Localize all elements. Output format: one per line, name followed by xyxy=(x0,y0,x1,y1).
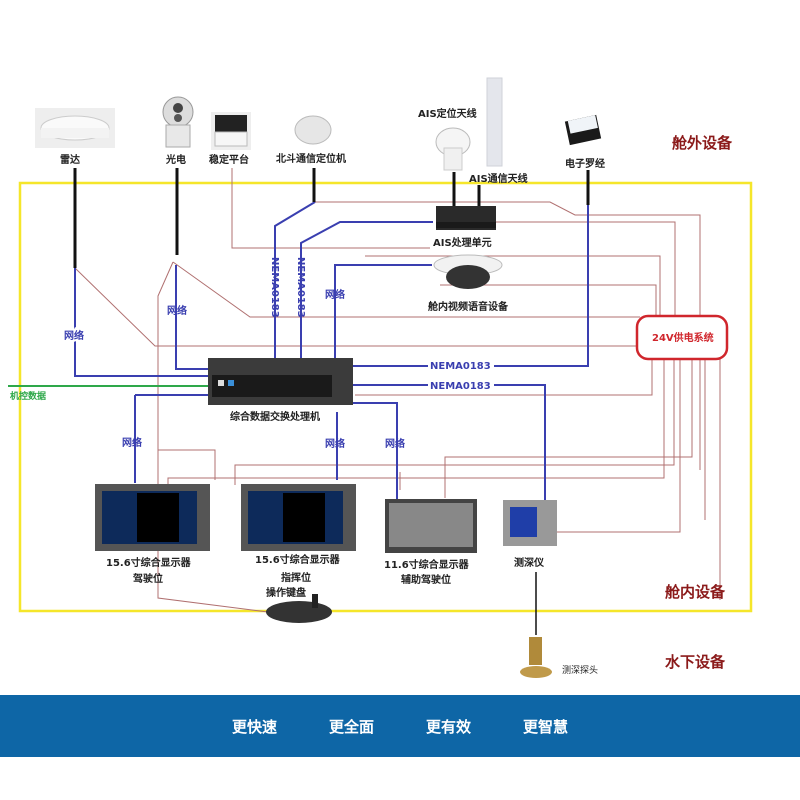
label-ais-processing-unit: AIS处理单元 xyxy=(433,236,492,249)
display-2-image xyxy=(241,484,356,551)
label-cabin-av-device: 舱内视频语音设备 xyxy=(428,300,509,313)
label-beidou: 北斗通信定位机 xyxy=(276,152,346,165)
radar-image xyxy=(35,108,115,148)
label-display-1-sub: 驾驶位 xyxy=(132,572,163,585)
zone-label-outside: 舱外设备 xyxy=(672,134,733,152)
label-display-2-title: 15.6寸综合显示器 xyxy=(255,553,341,566)
ais-comm-antenna-image xyxy=(486,77,503,167)
zone-label-underwater: 水下设备 xyxy=(665,653,726,671)
label-depth-sounder: 测深仪 xyxy=(514,556,545,569)
label-radar: 雷达 xyxy=(60,153,80,166)
power-box xyxy=(635,314,729,361)
network-lines xyxy=(74,201,589,500)
link-label-network-display-3: 网络 xyxy=(385,437,405,450)
beidou-image xyxy=(294,115,332,145)
link-label-nmea-compass: NEMA0183 xyxy=(430,361,491,372)
footer-banner: 更快速 更全面 更有效 更智慧 xyxy=(0,695,800,757)
label-power-system: 24V供电系统 xyxy=(652,331,714,344)
display-3-image xyxy=(385,499,477,553)
label-data-switch: 综合数据交换处理机 xyxy=(230,410,320,423)
depth-probe-image xyxy=(520,637,552,678)
data-switch-image xyxy=(208,358,353,405)
label-electro-optical: 光电 xyxy=(165,153,186,166)
label-stabilized-platform: 稳定平台 xyxy=(209,153,249,166)
ais-unit-image xyxy=(436,206,496,230)
zone-label-inside: 舱内设备 xyxy=(665,583,726,601)
label-display-3-sub: 辅助驾驶位 xyxy=(401,573,451,586)
link-label-nmea-sounder: NEMA0183 xyxy=(430,381,491,392)
camera-image xyxy=(433,254,503,289)
label-electronic-compass: 电子罗经 xyxy=(565,157,605,170)
slogan-effective: 更有效 xyxy=(426,717,472,736)
link-label-nmea-beidou: NEMA0183 xyxy=(269,257,280,318)
label-display-2-sub: 指挥位 xyxy=(281,571,311,584)
slogan-faster: 更快速 xyxy=(231,717,277,736)
link-label-network-radar-fg: 网络 xyxy=(64,329,84,342)
link-label-engine-data: 机控数据 xyxy=(10,390,46,402)
link-label-network-display-2: 网络 xyxy=(325,437,345,450)
label-ais-comm-antenna: AIS通信天线 xyxy=(469,172,528,185)
label-display-3-title: 11.6寸综合显示器 xyxy=(384,558,470,571)
cabin-zone-border xyxy=(18,181,753,613)
display-1-image xyxy=(95,484,210,551)
keyboard-image xyxy=(266,594,332,623)
link-label-network-radar: 网络 xyxy=(64,329,84,342)
device-lines xyxy=(73,168,590,268)
electro-optical-image xyxy=(162,96,194,148)
ais-antenna-image xyxy=(435,127,471,171)
stabilized-platform-image xyxy=(211,112,251,150)
link-label-network-camera: 网络 xyxy=(325,288,345,301)
slogan-smarter: 更智慧 xyxy=(523,717,569,736)
link-label-nmea-ais: NEMA0183 xyxy=(295,257,306,318)
slogan-comprehensive: 更全面 xyxy=(328,717,374,736)
label-keyboard: 操作键盘 xyxy=(266,586,306,599)
compass-image xyxy=(564,114,602,146)
label-display-1-title: 15.6寸综合显示器 xyxy=(106,556,192,569)
label-ais-positioning-antenna: AIS定位天线 xyxy=(418,107,477,120)
label-depth-probe: 测深探头 xyxy=(562,664,598,676)
depth-sounder-image xyxy=(503,500,557,546)
link-label-network-display-1: 网络 xyxy=(122,436,142,449)
link-label-network-eo: 网络 xyxy=(167,304,187,317)
